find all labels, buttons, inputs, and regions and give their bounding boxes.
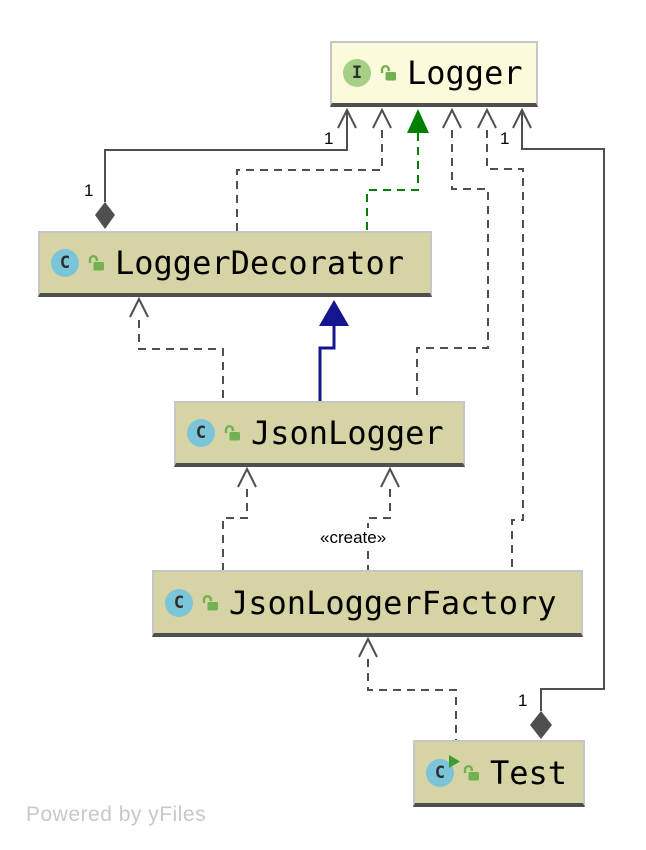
node-label: JsonLoggerFactory <box>229 583 557 622</box>
open-arrowhead[interactable] <box>477 107 497 129</box>
edge-create-jsonloggerfactory-jsonlogger[interactable] <box>367 466 400 570</box>
unlocked-padlock-icon <box>380 65 396 81</box>
edge-inheritance-jsonlogger-loggerdecorator[interactable] <box>318 300 349 401</box>
node-label: LoggerDecorator <box>115 244 404 282</box>
class-node-jsonloggerfactory[interactable]: C JsonLoggerFactory <box>152 570 583 637</box>
runnable-class-icon: C <box>426 754 460 787</box>
edge-dependency-jsonlogger-loggerdecorator[interactable] <box>129 296 224 401</box>
edge-dependency-jsonlogger-logger[interactable] <box>416 107 489 401</box>
multiplicity-label: 1 <box>500 129 510 148</box>
unlocked-padlock-icon <box>224 425 240 441</box>
multiplicity-label: 1 <box>518 691 528 710</box>
edge-line[interactable] <box>521 112 605 711</box>
class-badge-icon: C <box>165 588 193 617</box>
interface-icon: I <box>343 59 371 87</box>
edge-aggregation-test-logger[interactable] <box>512 107 605 739</box>
edge-realization-loggerdecorator-logger[interactable] <box>366 109 429 231</box>
edge-line[interactable] <box>104 112 348 202</box>
node-label: JsonLogger <box>251 414 444 452</box>
class-icon: C <box>165 588 193 617</box>
edge-line[interactable] <box>236 130 383 231</box>
closed-arrowhead[interactable] <box>319 300 349 326</box>
open-arrowhead[interactable] <box>129 296 149 318</box>
edge-line[interactable] <box>222 489 248 570</box>
edge-line[interactable] <box>486 130 524 570</box>
interface-node-logger[interactable]: I Logger <box>330 41 538 107</box>
open-arrowhead[interactable] <box>372 107 392 129</box>
edge-dependency-loggerdecorator-logger[interactable] <box>236 107 392 231</box>
class-badge-icon: C <box>187 419 215 447</box>
interface-badge-icon: I <box>343 59 371 87</box>
aggregation-diamond[interactable] <box>530 711 552 739</box>
edge-dependency-jsonloggerfactory-jsonlogger[interactable] <box>222 466 257 570</box>
edge-line[interactable] <box>138 320 224 401</box>
class-node-test[interactable]: C Test <box>413 740 585 807</box>
aggregation-diamond[interactable] <box>95 202 115 229</box>
class-node-jsonlogger[interactable]: C JsonLogger <box>174 401 465 467</box>
class-icon: C <box>187 419 215 447</box>
node-label: Test <box>490 753 568 792</box>
class-badge-icon: C <box>51 249 79 277</box>
multiplicity-label: 1 <box>84 181 94 200</box>
edge-line[interactable] <box>366 133 419 231</box>
edge-line[interactable] <box>318 326 336 401</box>
edge-dependency-test-jsonloggerfactory[interactable] <box>358 636 457 740</box>
open-arrowhead[interactable] <box>442 107 462 129</box>
open-arrowhead[interactable] <box>337 107 357 129</box>
node-label: Logger <box>407 54 523 92</box>
class-node-loggerdecorator[interactable]: C LoggerDecorator <box>38 231 432 297</box>
yfiles-watermark: Powered by yFiles <box>26 803 207 826</box>
closed-arrowhead[interactable] <box>407 109 429 133</box>
edge-line[interactable] <box>416 130 489 401</box>
run-play-icon <box>449 754 460 768</box>
open-arrowhead[interactable] <box>358 636 378 658</box>
unlocked-padlock-icon <box>88 255 104 271</box>
class-icon: C <box>51 249 79 277</box>
open-arrowhead[interactable] <box>237 466 257 488</box>
multiplicity-label: 1 <box>324 129 334 148</box>
edge-line[interactable] <box>367 659 457 740</box>
edge-aggregation-loggerdecorator-logger[interactable] <box>95 107 357 229</box>
edge-dependency-jsonloggerfactory-logger[interactable] <box>477 107 524 570</box>
unlocked-padlock-icon <box>463 764 479 780</box>
open-arrowhead[interactable] <box>380 466 400 488</box>
open-arrowhead[interactable] <box>512 107 532 129</box>
create-stereotype-label: «create» <box>317 528 390 548</box>
unlocked-padlock-icon <box>202 594 218 610</box>
